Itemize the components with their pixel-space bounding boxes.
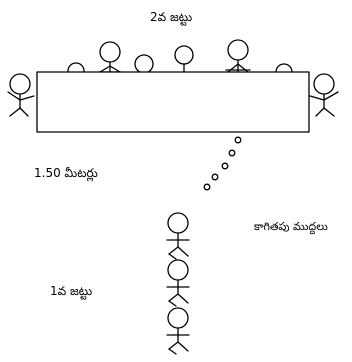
side-figure-right [309,73,339,117]
team2-player-4 [174,45,194,73]
side-figure-left [7,73,35,117]
table [36,71,310,133]
team1-player-2 [166,259,190,307]
team1-player-3 [166,307,190,355]
team2-label: 2వ జట్టు [150,10,193,24]
paper-ball [203,183,211,191]
paper-balls-trail [203,136,242,191]
team2-player-5 [225,39,251,73]
distance-label: 1.50 మీటర్లు [34,166,98,180]
team1-player-1 [166,212,190,260]
team2-player-2 [97,41,123,73]
paper-ball [234,136,242,144]
paper-ball [211,173,219,181]
paper-ball [228,149,236,157]
paper-ball [221,162,229,170]
team2-player-3 [134,54,154,74]
team1-label: 1వ జట్టు [50,284,93,298]
paper-balls-label: కాగితపు ముద్దలు [254,220,328,233]
